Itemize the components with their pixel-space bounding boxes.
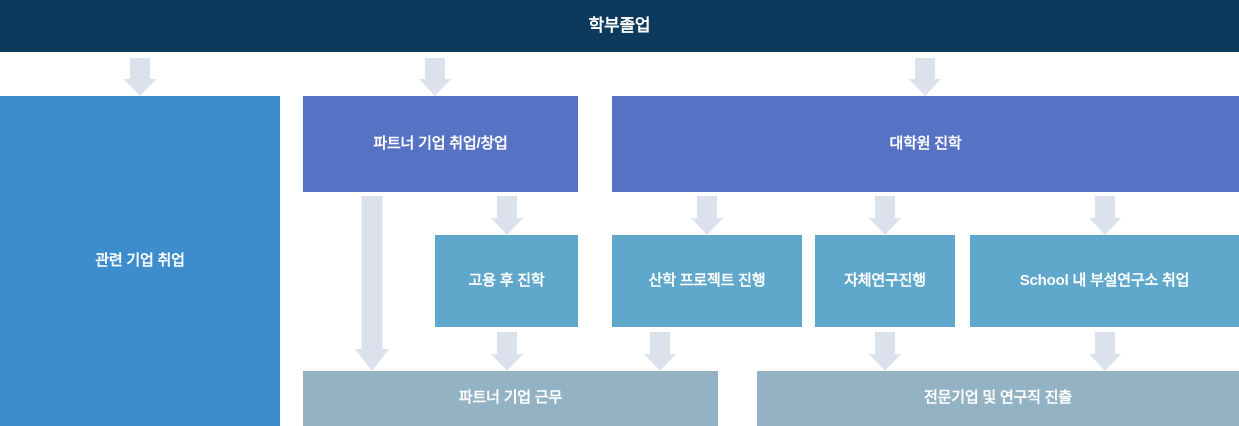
arrow-head: [869, 354, 901, 371]
node-label: 관련 기업 취업: [95, 251, 185, 269]
node-employment-then-study: 고용 후 진학: [435, 235, 578, 327]
arrow-down-partner-to-partner-work: [352, 196, 392, 371]
arrow-head: [1089, 218, 1121, 235]
arrow-shaft: [915, 58, 935, 79]
arrow-down-institute-to-professional-career: [1085, 332, 1125, 371]
arrow-down-to-related-company: [120, 58, 160, 96]
node-label: 파트너 기업 취업/창업: [373, 134, 508, 152]
arrow-shaft: [497, 196, 517, 218]
arrow-head: [691, 218, 723, 235]
arrow-down-to-employment-then-study: [487, 196, 527, 235]
arrow-shaft: [1095, 196, 1115, 218]
arrow-down-to-graduate-school: [905, 58, 945, 96]
flowchart-header-undergraduate-graduation: 학부졸업: [0, 0, 1239, 52]
arrow-shaft: [697, 196, 717, 218]
arrow-shaft: [875, 196, 895, 218]
node-label: 자체연구진행: [844, 271, 926, 289]
node-label: 고용 후 진학: [468, 271, 545, 289]
arrow-shaft: [425, 58, 445, 79]
arrow-head: [491, 354, 523, 371]
node-partner-company-employment-startup: 파트너 기업 취업/창업: [303, 96, 578, 192]
arrow-head: [355, 349, 389, 371]
arrow-head: [1089, 354, 1121, 371]
node-graduate-school-admission: 대학원 진학: [612, 96, 1239, 192]
arrow-head: [491, 218, 523, 235]
arrow-head: [869, 218, 901, 235]
arrow-shaft: [650, 332, 670, 354]
arrow-down-to-partner-company: [415, 58, 455, 96]
node-independent-research: 자체연구진행: [815, 235, 955, 327]
arrow-head: [644, 354, 676, 371]
arrow-head: [124, 79, 156, 96]
node-label: 전문기업 및 연구직 진출: [924, 389, 1072, 407]
arrow-shaft: [497, 332, 517, 354]
node-partner-company-work: 파트너 기업 근무: [303, 371, 718, 426]
node-label: 산학 프로젝트 진행: [648, 271, 766, 289]
arrow-down-to-school-research-institute: [1085, 196, 1125, 235]
arrow-shaft: [1095, 332, 1115, 354]
node-school-research-institute-employment: School 내 부설연구소 취업: [970, 235, 1239, 327]
node-professional-and-research-career: 전문기업 및 연구직 진출: [757, 371, 1239, 426]
node-label: School 내 부설연구소 취업: [1019, 271, 1190, 289]
node-label: 파트너 기업 근무: [458, 389, 563, 407]
header-title: 학부졸업: [588, 16, 651, 36]
arrow-shaft: [361, 196, 383, 349]
arrow-head: [419, 79, 451, 96]
node-industry-academic-project: 산학 프로젝트 진행: [612, 235, 802, 327]
arrow-shaft: [875, 332, 895, 354]
arrow-shaft: [130, 58, 150, 79]
node-related-company-employment: 관련 기업 취업: [0, 96, 280, 426]
arrow-down-to-industry-academic-project: [687, 196, 727, 235]
arrow-head: [909, 79, 941, 96]
node-label: 대학원 진학: [889, 134, 962, 152]
arrow-down-employment-then-study-to-partner-work: [487, 332, 527, 371]
arrow-down-to-independent-research: [865, 196, 905, 235]
arrow-down-research-to-professional-career: [865, 332, 905, 371]
arrow-down-project-to-partner-work: [640, 332, 680, 371]
